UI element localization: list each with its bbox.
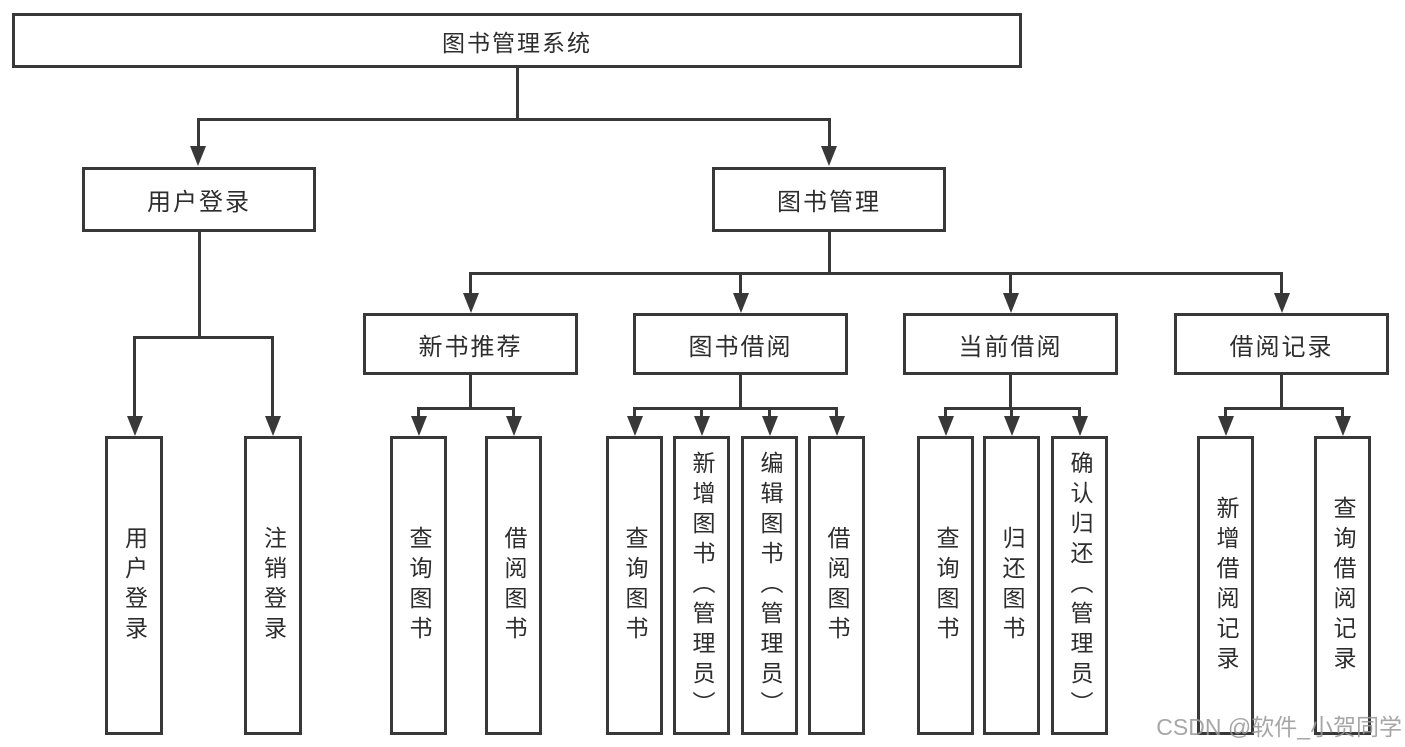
arrowhead-down-icon <box>463 293 479 313</box>
leaf-add-borrow-record: 新增借阅记录 <box>1197 436 1254 735</box>
connector-line <box>417 407 420 419</box>
node-new-book-recommend: 新书推荐 <box>363 313 578 375</box>
leaf-query-borrow-record: 查询借阅记录 <box>1314 436 1371 735</box>
connector-line <box>633 407 636 419</box>
connector-line <box>768 407 771 419</box>
csdn-watermark: CSDN @软件_小贺同学 <box>1156 714 1402 740</box>
arrowhead-down-icon <box>1335 416 1351 436</box>
leaf-query-books-recommend: 查询图书 <box>390 436 447 735</box>
connector-line <box>133 336 274 339</box>
connector-line <box>828 232 831 272</box>
connector-line <box>1280 375 1283 407</box>
leaf-add-books-admin: 新增图书（管理员） <box>673 436 730 735</box>
arrowhead-down-icon <box>829 416 845 436</box>
connector-line <box>512 407 515 419</box>
arrowhead-down-icon <box>1218 416 1234 436</box>
connector-line <box>828 118 831 148</box>
arrowhead-down-icon <box>733 293 749 313</box>
arrowhead-down-icon <box>627 416 643 436</box>
node-book-borrow: 图书借阅 <box>633 313 848 375</box>
leaf-query-books-borrow: 查询图书 <box>606 436 663 735</box>
connector-line <box>271 336 274 418</box>
connector-line <box>1009 272 1012 296</box>
node-library-management-system: 图书管理系统 <box>12 13 1022 68</box>
connector-line <box>469 272 472 296</box>
arrowhead-down-icon <box>938 416 954 436</box>
arrowhead-down-icon <box>506 416 522 436</box>
leaf-borrow-books-recommend: 借阅图书 <box>485 436 542 735</box>
connector-line <box>1224 407 1344 410</box>
arrowhead-down-icon <box>190 146 206 166</box>
connector-line <box>1224 407 1227 419</box>
connector-line <box>1009 375 1012 407</box>
arrowhead-down-icon <box>762 416 778 436</box>
connector-line <box>198 232 201 336</box>
node-current-borrow: 当前借阅 <box>903 313 1118 375</box>
connector-line <box>469 375 472 407</box>
connector-line <box>1341 407 1344 419</box>
connector-line <box>417 407 515 410</box>
connector-line <box>133 336 136 418</box>
arrowhead-down-icon <box>1072 416 1088 436</box>
arrowhead-down-icon <box>694 416 710 436</box>
arrowhead-down-icon <box>265 416 281 436</box>
connector-line <box>633 407 838 410</box>
connector-line <box>700 407 703 419</box>
arrowhead-down-icon <box>1003 293 1019 313</box>
arrowhead-down-icon <box>821 146 837 166</box>
connector-line <box>835 407 838 419</box>
leaf-return-books: 归还图书 <box>983 436 1040 735</box>
connector-line <box>469 272 1283 275</box>
leaf-edit-books-admin: 编辑图书（管理员） <box>741 436 798 735</box>
node-borrow-records: 借阅记录 <box>1174 313 1389 375</box>
leaf-user-login: 用户登录 <box>105 436 163 735</box>
connector-line <box>197 118 200 148</box>
leaf-logout: 注销登录 <box>244 436 302 735</box>
connector-line <box>944 407 947 419</box>
connector-line <box>1078 407 1081 419</box>
connector-line <box>1010 407 1013 419</box>
connector-line <box>739 375 742 407</box>
leaf-borrow-books: 借阅图书 <box>808 436 865 735</box>
node-book-management: 图书管理 <box>712 167 946 232</box>
connector-line <box>516 68 519 118</box>
arrowhead-down-icon <box>127 416 143 436</box>
leaf-query-books-current: 查询图书 <box>917 436 974 735</box>
connector-line <box>1280 272 1283 296</box>
arrowhead-down-icon <box>1004 416 1020 436</box>
arrowhead-down-icon <box>411 416 427 436</box>
connector-line <box>197 118 831 121</box>
leaf-confirm-return-admin: 确认归还（管理员） <box>1051 436 1108 735</box>
node-user-login: 用户登录 <box>82 167 316 232</box>
connector-line <box>739 272 742 296</box>
arrowhead-down-icon <box>1274 293 1290 313</box>
